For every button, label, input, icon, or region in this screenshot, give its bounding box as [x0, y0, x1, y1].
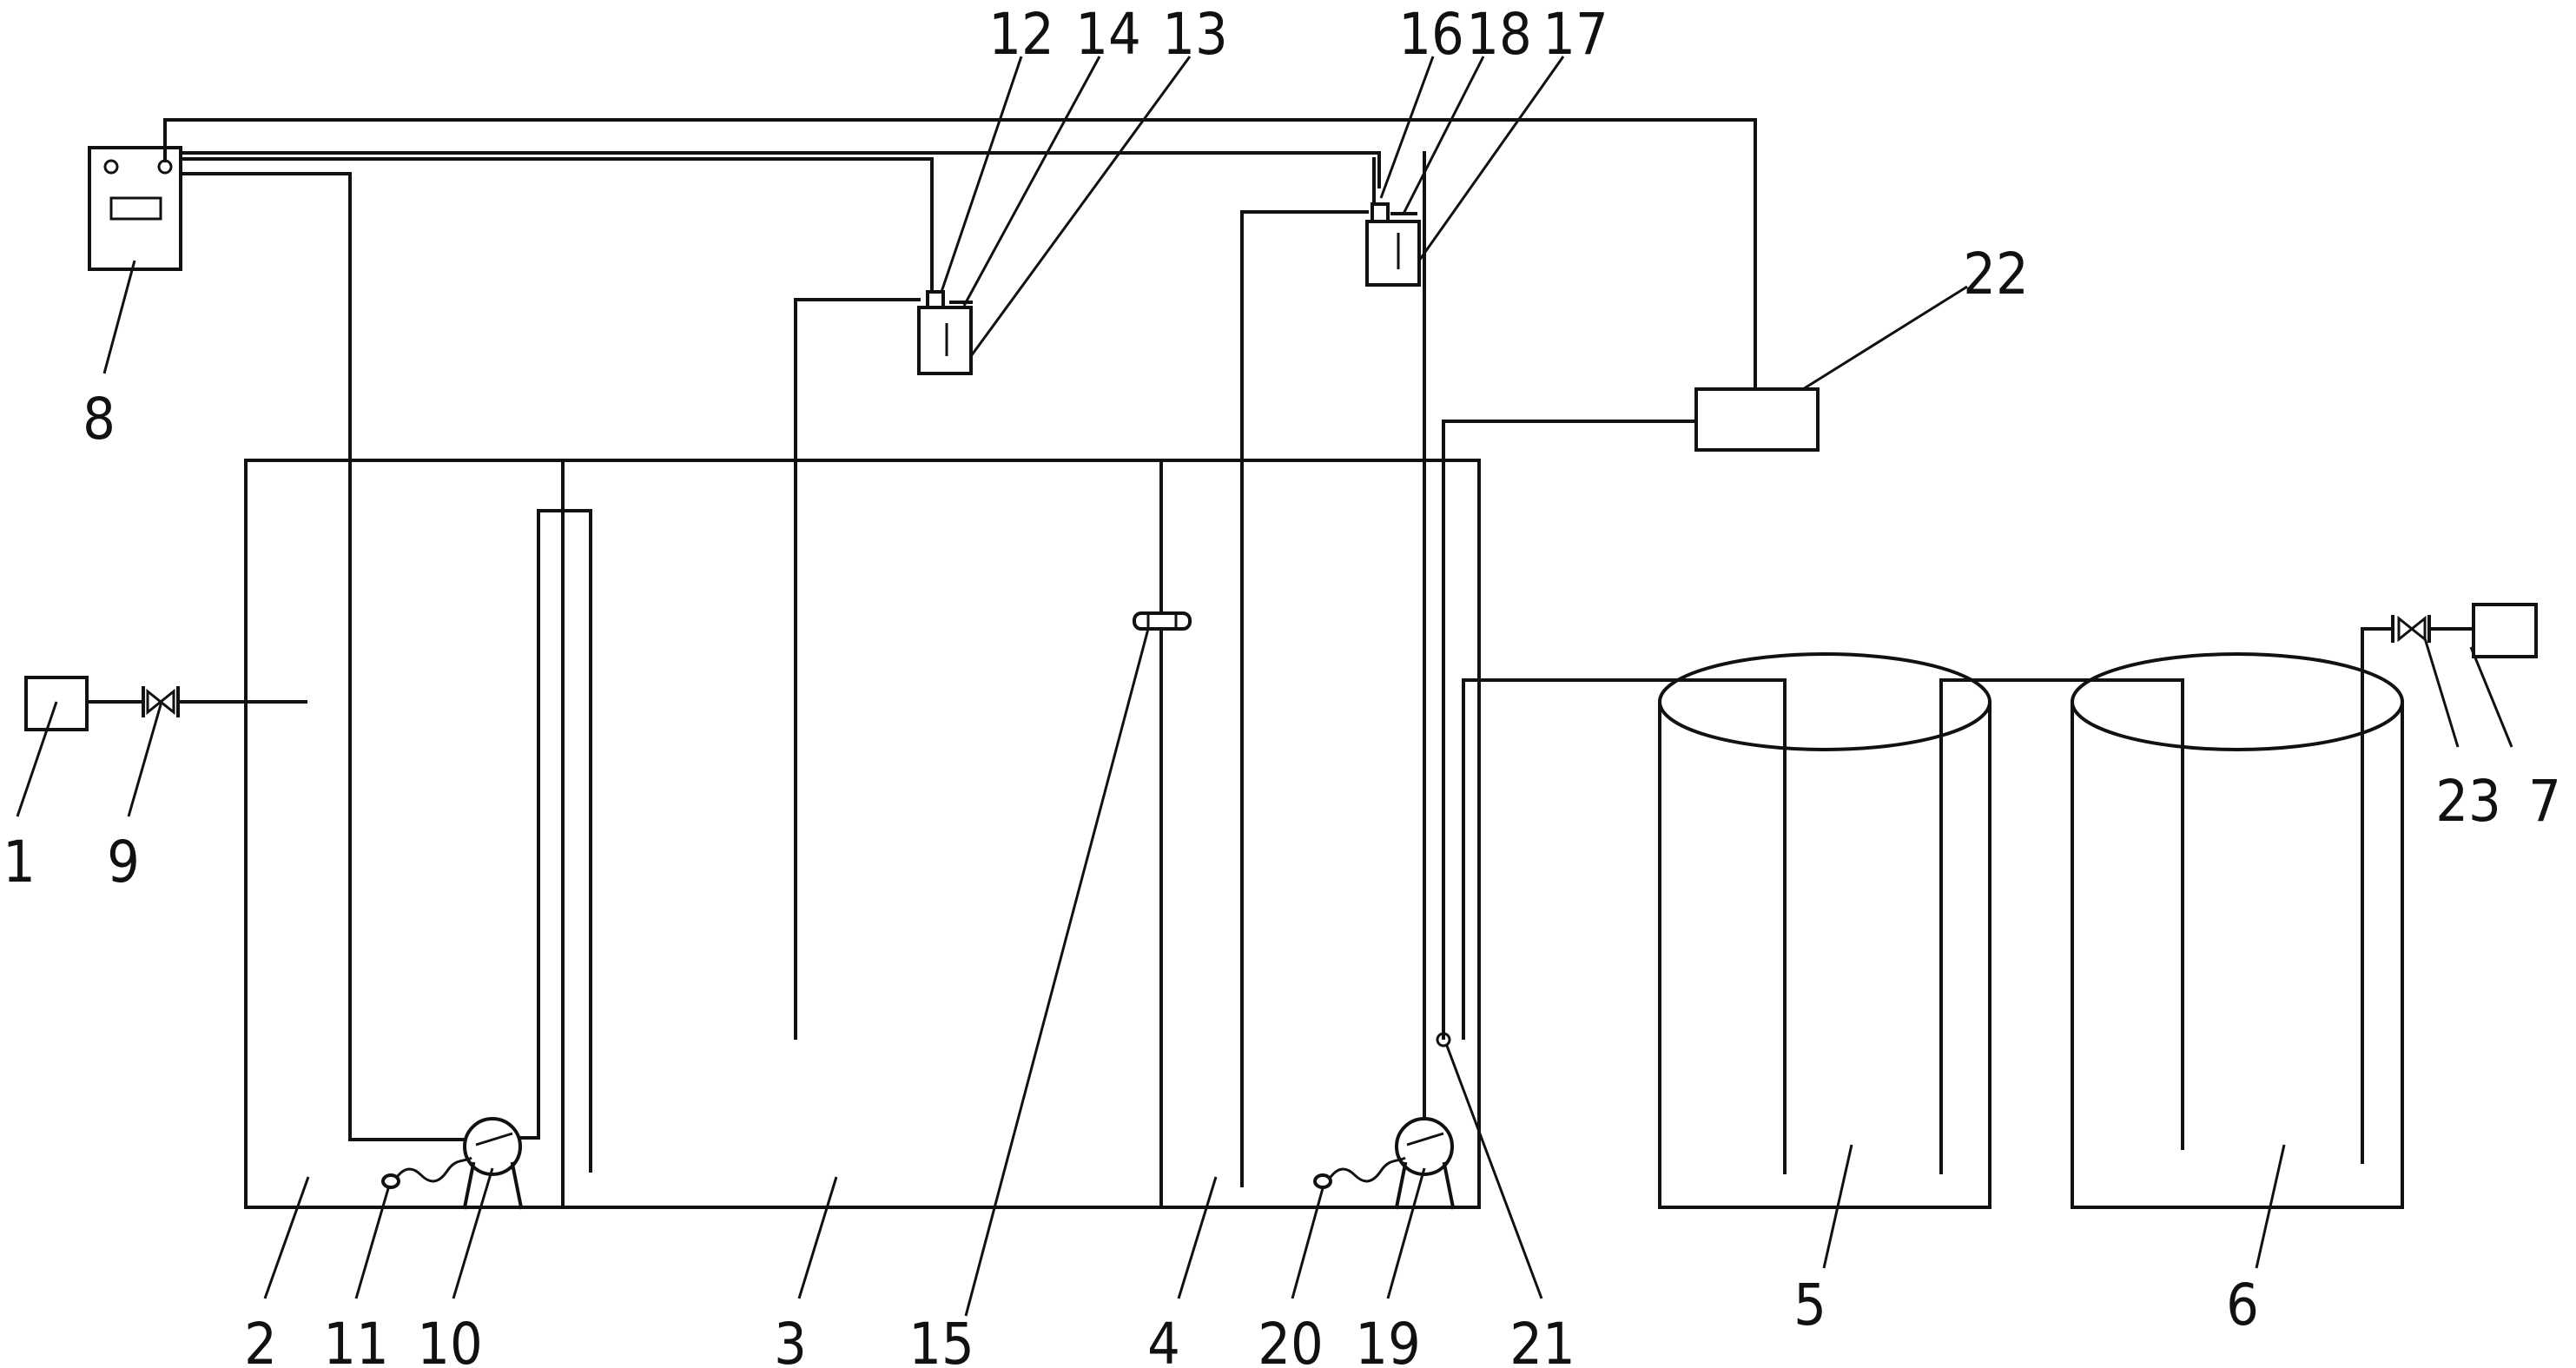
pump-19 — [1313, 1117, 1456, 1210]
label-13: 13 — [1162, 1, 1228, 68]
label-6: 6 — [2226, 1272, 2259, 1338]
label-23: 23 — [2435, 768, 2501, 835]
tank-6 — [2071, 627, 2404, 1209]
label-16: 16 — [1398, 1, 1464, 68]
label-21: 21 — [1509, 1311, 1575, 1368]
tank-5 — [1462, 652, 2184, 1209]
controller — [88, 146, 182, 271]
unit-22 — [1436, 387, 1820, 1047]
label-3: 3 — [774, 1311, 807, 1368]
label-18: 18 — [1466, 1, 1532, 68]
label-9: 9 — [107, 829, 140, 895]
label-12: 12 — [988, 1, 1054, 68]
label-20: 20 — [1258, 1311, 1324, 1368]
dosing-unit-17 — [1240, 151, 1426, 1187]
dosing-unit-13 — [794, 290, 973, 1040]
label-4: 4 — [1147, 1311, 1180, 1368]
main-tank — [244, 459, 1481, 1209]
label-14: 14 — [1075, 1, 1141, 68]
leader-lines — [16, 56, 2513, 1317]
label-22: 22 — [1963, 241, 2029, 307]
label-19: 19 — [1355, 1311, 1421, 1368]
label-2: 2 — [244, 1311, 277, 1368]
label-17: 17 — [1542, 1, 1608, 68]
inlet — [24, 676, 307, 731]
label-15: 15 — [908, 1311, 974, 1368]
label-5: 5 — [1793, 1272, 1826, 1338]
label-1: 1 — [3, 829, 36, 895]
label-7: 7 — [2528, 768, 2561, 835]
label-8: 8 — [83, 386, 116, 453]
label-11: 11 — [323, 1311, 389, 1368]
part-labels: 1 9 8 12 14 13 16 18 17 22 23 7 2 11 10 … — [3, 1, 2561, 1368]
pump-10 — [381, 1117, 524, 1210]
label-10: 10 — [417, 1311, 483, 1368]
outlet — [2391, 603, 2538, 658]
signal-wires — [163, 118, 1757, 1141]
